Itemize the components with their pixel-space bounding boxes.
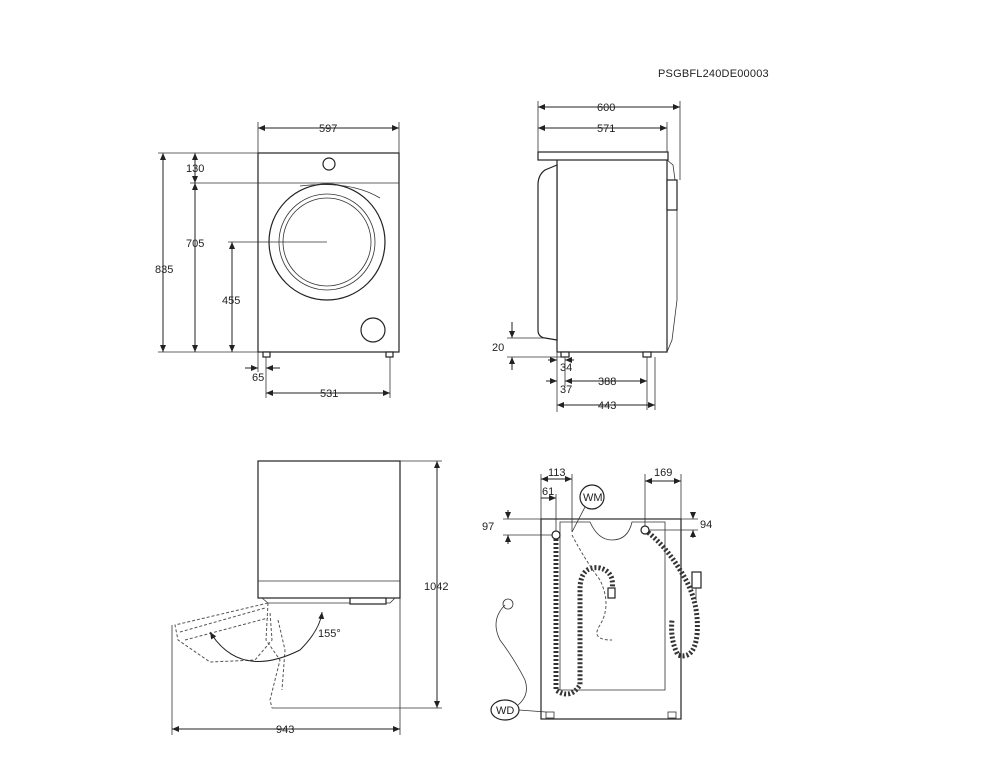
dim-foot-height: 20: [492, 342, 504, 354]
dim-feet-spacing: 531: [320, 388, 338, 400]
dim-foot-span: 443: [598, 400, 616, 412]
front-view: 597 835 130 705 455 65 531: [155, 122, 400, 400]
dim-foot-offset: 65: [252, 372, 264, 384]
dim-total-height: 835: [155, 264, 173, 276]
dim-wm-horizontal: 113: [548, 467, 566, 479]
side-view: 600 571 20 34 388 37 443: [492, 101, 681, 412]
dim-top-to-door: 130: [186, 163, 204, 175]
drain-hose: [553, 535, 615, 697]
dim-foot-to-foot: 388: [598, 376, 616, 388]
label-wd: WD: [496, 705, 514, 717]
dim-wm-inner: 61: [542, 486, 554, 498]
dim-depth-body: 571: [597, 123, 615, 135]
dim-open-height: 1042: [424, 581, 448, 593]
dim-door-angle: 155°: [318, 628, 341, 640]
inlet-hose: [643, 528, 700, 659]
wm-callout: [579, 484, 605, 510]
dim-depth-total: 600: [597, 102, 615, 114]
label-wm: WM: [583, 492, 603, 504]
open-door-outline: [174, 602, 286, 709]
dim-wm-vertical: 97: [482, 521, 494, 533]
program-knob: [322, 157, 336, 171]
dim-right-vertical: 94: [700, 519, 712, 531]
dim-front-to-foot: 37: [560, 384, 572, 396]
filter-cover: [360, 317, 386, 343]
dim-front-width: 597: [319, 123, 337, 135]
dim-door-height: 705: [186, 238, 204, 250]
dim-side-foot-offset: 34: [560, 362, 572, 374]
dim-door-center: 455: [222, 295, 240, 307]
dim-open-depth: 943: [276, 724, 294, 736]
back-view: WM WD 113 61 97 169 94: [482, 467, 712, 721]
model-code: PSGBFL240DE00003: [658, 68, 769, 80]
top-view: 155° 1042 943: [171, 460, 448, 736]
dim-right-horizontal: 169: [654, 467, 672, 479]
